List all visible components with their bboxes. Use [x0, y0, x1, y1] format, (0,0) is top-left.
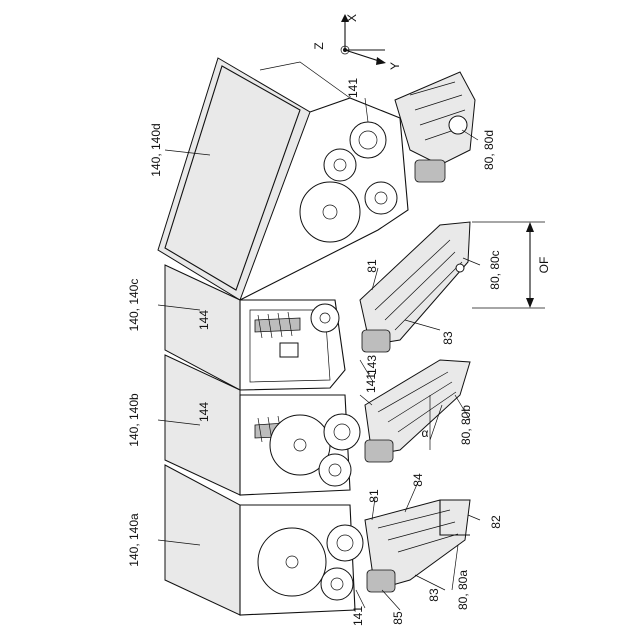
- ref-141-top: 141: [346, 78, 360, 98]
- axis-x-label: X: [345, 14, 359, 22]
- axis-y-label: Y: [388, 62, 402, 70]
- label-of-dimension: OF: [537, 257, 551, 274]
- axis-z-label: Z: [312, 42, 326, 49]
- of-dimension: [472, 222, 545, 308]
- ref-141-bottom: 141: [351, 606, 365, 626]
- ref-144-b: 144: [197, 402, 211, 422]
- label-unit-140a: 140, 140a: [127, 513, 141, 567]
- label-device-80b: 80, 80b: [459, 405, 473, 445]
- ref-144-c: 144: [197, 310, 211, 330]
- ref-83-c: 83: [441, 331, 455, 345]
- label-unit-140b: 140, 140b: [127, 393, 141, 447]
- label-device-80c: 80, 80c: [488, 250, 502, 289]
- ref-85: 85: [391, 611, 405, 625]
- ref-83-a: 83: [427, 588, 441, 602]
- label-unit-140d: 140, 140d: [149, 123, 163, 176]
- label-unit-140c: 140, 140c: [127, 279, 141, 332]
- ref-81-c: 81: [365, 259, 379, 273]
- label-device-80a: 80, 80a: [456, 570, 470, 610]
- ref-84: 84: [411, 473, 425, 487]
- label-device-80d: 80, 80d: [482, 130, 496, 170]
- ref-81-a: 81: [367, 489, 381, 503]
- ref-143: 143: [365, 355, 379, 375]
- ref-82: 82: [489, 515, 503, 529]
- label-alpha-angle: α: [422, 426, 429, 440]
